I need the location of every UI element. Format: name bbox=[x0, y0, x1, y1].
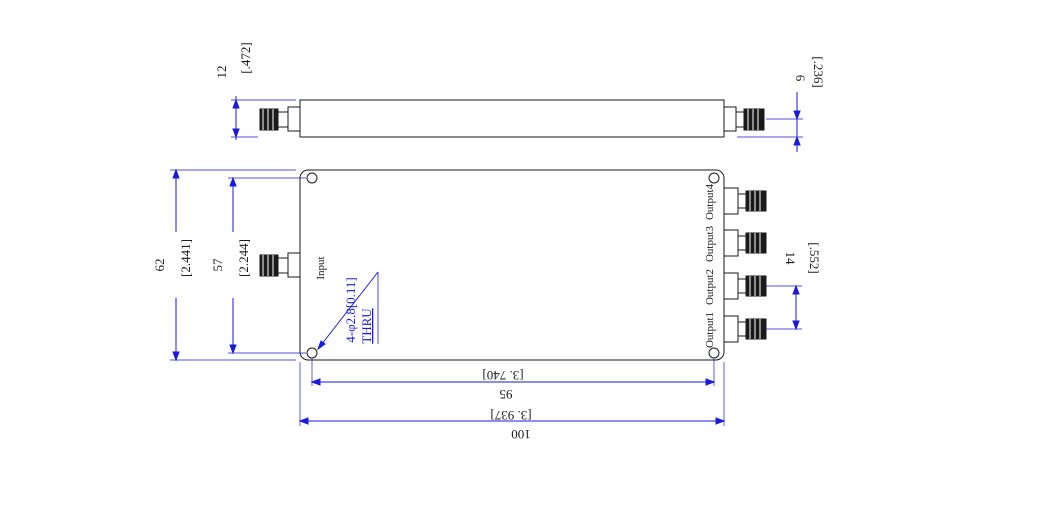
dim-hole-spacing-vertical-label: 57 bbox=[210, 258, 225, 272]
dim-side-height-inch-label: [.472] bbox=[238, 42, 253, 73]
output-connector-1 bbox=[723, 315, 767, 343]
dim-hole-spacing-vertical bbox=[228, 176, 306, 355]
dim-hole-spacing-horizontal bbox=[310, 358, 716, 386]
dim-connector-offset-inch-label: [.236] bbox=[811, 56, 826, 87]
input-label: Input bbox=[315, 256, 327, 279]
dim-body-height-inch-label: [2.441] bbox=[178, 239, 193, 277]
dim-hole-spacing-horizontal-label: 95 bbox=[500, 387, 513, 402]
mounting-hole-bottom-right bbox=[708, 347, 720, 359]
output3-label: Output3 bbox=[704, 225, 716, 262]
dim-connector-offset-label: 6 bbox=[793, 75, 808, 82]
dim-output-pitch bbox=[766, 284, 802, 331]
output-connector-4 bbox=[723, 187, 767, 215]
output-connector-2 bbox=[723, 272, 767, 300]
dim-side-height-label: 12 bbox=[214, 66, 229, 79]
dim-body-length bbox=[298, 362, 726, 426]
mounting-hole-bottom-left bbox=[306, 347, 318, 359]
dim-output-pitch-label: 14 bbox=[783, 252, 798, 266]
dim-body-height-label: 62 bbox=[152, 259, 167, 272]
mounting-hole-top-left bbox=[306, 172, 318, 184]
side-view-left-connector bbox=[259, 106, 301, 132]
dim-body-length-inch-label: [3. 937] bbox=[490, 408, 531, 423]
dim-hole-spacing-vertical-inch-label: [2.244] bbox=[236, 239, 251, 277]
output-connector-3 bbox=[723, 229, 767, 257]
hole-spec-note: 4-φ2.8[0.11] bbox=[343, 277, 358, 343]
dim-side-height bbox=[231, 96, 296, 140]
input-connector bbox=[259, 252, 301, 278]
dim-output-pitch-inch-label: [.552] bbox=[807, 242, 822, 273]
side-view-body bbox=[299, 99, 725, 138]
output4-label: Output4 bbox=[704, 183, 716, 220]
mounting-hole-top-right bbox=[708, 172, 720, 184]
dim-connector-offset bbox=[737, 92, 803, 152]
side-view-right-connector bbox=[723, 106, 765, 132]
hole-note-leader bbox=[316, 271, 379, 351]
hole-thru-note: THRU bbox=[359, 308, 374, 344]
side-view bbox=[259, 99, 765, 138]
dim-body-height bbox=[170, 168, 296, 362]
dim-hole-spacing-horizontal-inch-label: [3. 740] bbox=[482, 368, 523, 383]
output1-label: Output1 bbox=[704, 312, 716, 348]
output2-label: Output2 bbox=[704, 269, 716, 305]
dim-body-length-label: 100 bbox=[511, 427, 531, 442]
